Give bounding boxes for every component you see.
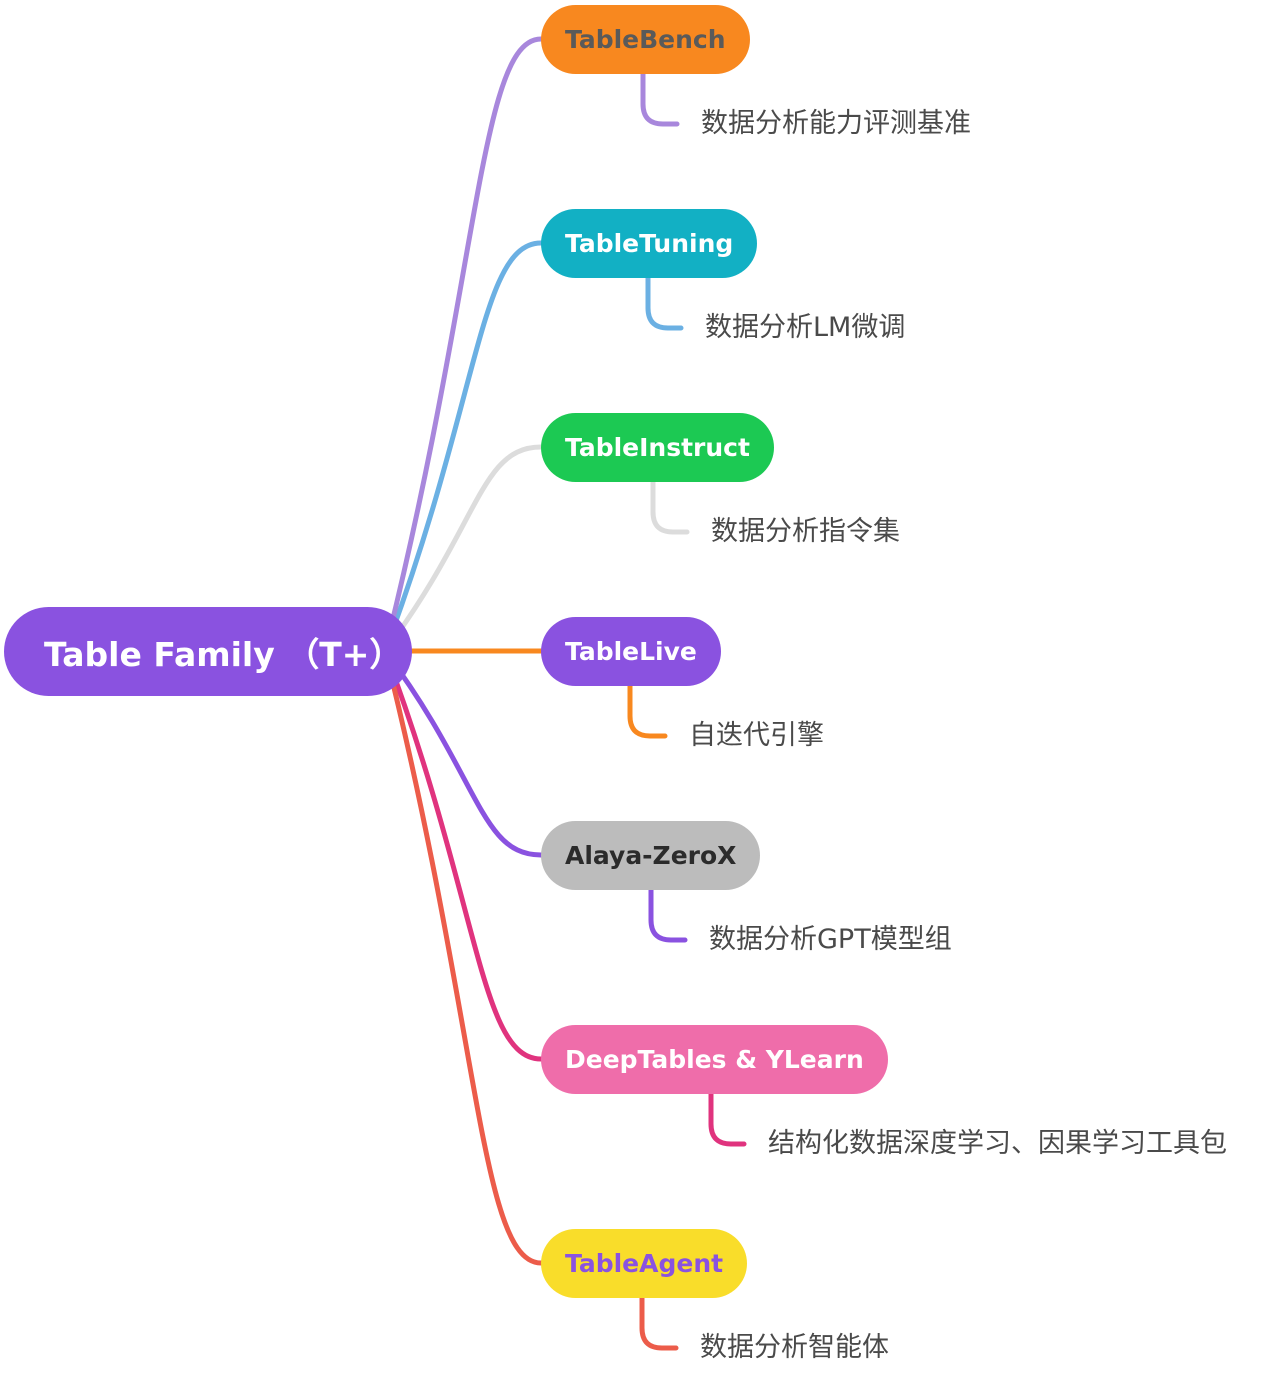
branch-node-label: TableInstruct [565,433,750,462]
branch-connector [382,648,544,1062]
leaf-connector [648,886,688,943]
branch-node-label: TableBench [565,25,726,54]
branch-node-tableagent[interactable]: TableAgent [541,1229,748,1298]
root-node-label: Table Family （T+） [44,634,403,674]
branch-node-label: TableLive [565,637,697,666]
branch-node-label: TableAgent [565,1249,724,1278]
leaf-label-tablelive[interactable]: 自迭代引擎 [689,720,824,751]
leaf-connector [708,1090,747,1147]
leaf-connector [640,70,680,127]
branch-node-label: TableTuning [565,229,734,258]
leaf-connector [627,682,668,739]
leaf-label-tabletuning[interactable]: 数据分析LM微调 [705,312,906,343]
branch-node-label: DeepTables & YLearn [565,1045,864,1074]
leaf-label-alaya-zerox[interactable]: 数据分析GPT模型组 [709,924,952,955]
branch-node-tablelive[interactable]: TableLive [541,617,721,686]
leaf-connector [645,274,684,331]
branch-node-label: Alaya-ZeroX [565,841,737,870]
branch-node-tableinstruct[interactable]: TableInstruct [541,413,774,482]
branch-node-deeptables-ylearn[interactable]: DeepTables & YLearn [541,1025,888,1094]
leaf-label-tableagent[interactable]: 数据分析智能体 [700,1332,889,1363]
branch-connector [382,648,544,858]
branch-node-alaya-zerox[interactable]: Alaya-ZeroX [541,821,761,890]
branch-connector [382,648,544,1266]
leaf-label-tablebench[interactable]: 数据分析能力评测基准 [701,108,971,139]
leaf-connector [639,1294,679,1351]
leaf-connector [650,478,690,535]
leaf-label-tableinstruct[interactable]: 数据分析指令集 [711,516,900,547]
branch-connector [382,444,544,654]
leaf-label-deeptables-ylearn[interactable]: 结构化数据深度学习、因果学习工具包 [768,1128,1227,1159]
branch-connector [382,36,544,654]
root-node[interactable]: Table Family （T+） [4,607,412,696]
branch-connector [382,240,544,654]
branch-node-tabletuning[interactable]: TableTuning [541,209,758,278]
branch-node-tablebench[interactable]: TableBench [541,5,750,74]
